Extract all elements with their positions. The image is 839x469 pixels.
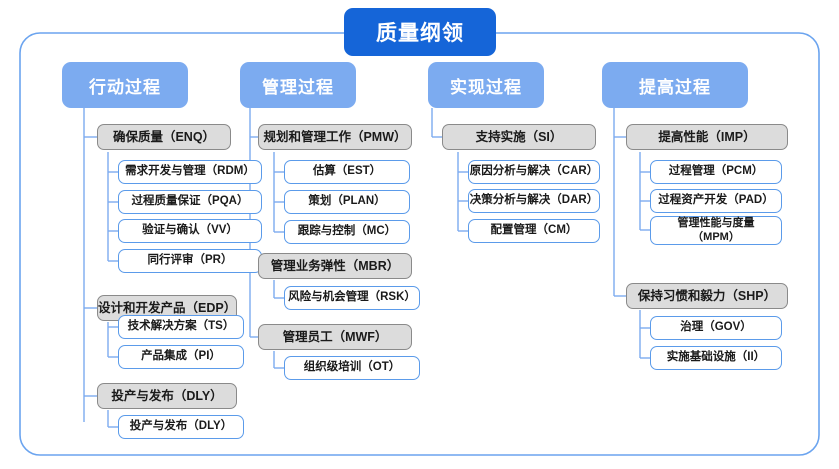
item-ii[interactable]: 实施基础设施（II） bbox=[650, 346, 782, 370]
item-pqa[interactable]: 过程质量保证（PQA） bbox=[118, 190, 262, 214]
item-cm[interactable]: 配置管理（CM） bbox=[468, 219, 600, 243]
item-ts[interactable]: 技术解决方案（TS） bbox=[118, 315, 244, 339]
group-shp[interactable]: 保持习惯和毅力（SHP） bbox=[626, 283, 788, 309]
root-title: 质量纲领 bbox=[344, 8, 496, 56]
group-dly[interactable]: 投产与发布（DLY） bbox=[97, 383, 237, 409]
group-enq[interactable]: 确保质量（ENQ） bbox=[97, 124, 231, 150]
item-rdm[interactable]: 需求开发与管理（RDM） bbox=[118, 160, 262, 184]
item-est[interactable]: 估算（EST） bbox=[284, 160, 410, 184]
column-header-realization-process[interactable]: 实现过程 bbox=[428, 62, 544, 108]
group-imp[interactable]: 提高性能（IMP） bbox=[626, 124, 788, 150]
item-vv[interactable]: 验证与确认（VV） bbox=[118, 219, 262, 243]
item-pr[interactable]: 同行评审（PR） bbox=[118, 249, 262, 273]
item-pi[interactable]: 产品集成（PI） bbox=[118, 345, 244, 369]
item-plan[interactable]: 策划（PLAN） bbox=[284, 190, 410, 214]
item-mpm[interactable]: 管理性能与度量 （MPM） bbox=[650, 216, 782, 245]
item-dly[interactable]: 投产与发布（DLY） bbox=[118, 415, 244, 439]
group-mwf[interactable]: 管理员工（MWF） bbox=[258, 324, 412, 350]
item-car[interactable]: 原因分析与解决（CAR） bbox=[468, 160, 600, 184]
column-header-management-process[interactable]: 管理过程 bbox=[240, 62, 356, 108]
item-gov[interactable]: 治理（GOV） bbox=[650, 316, 782, 340]
group-mbr[interactable]: 管理业务弹性（MBR） bbox=[258, 253, 412, 279]
item-rsk[interactable]: 风险与机会管理（RSK） bbox=[284, 286, 420, 310]
column-header-action-process[interactable]: 行动过程 bbox=[62, 62, 188, 108]
item-mc[interactable]: 跟踪与控制（MC） bbox=[284, 220, 410, 244]
column-header-improvement-process[interactable]: 提高过程 bbox=[602, 62, 748, 108]
item-pcm[interactable]: 过程管理（PCM） bbox=[650, 160, 782, 184]
group-pmw[interactable]: 规划和管理工作（PMW） bbox=[258, 124, 412, 150]
item-pad[interactable]: 过程资产开发（PAD） bbox=[650, 189, 782, 213]
item-ot[interactable]: 组织级培训（OT） bbox=[284, 356, 420, 380]
group-si[interactable]: 支持实施（SI） bbox=[442, 124, 596, 150]
item-dar[interactable]: 决策分析与解决（DAR） bbox=[468, 189, 600, 213]
